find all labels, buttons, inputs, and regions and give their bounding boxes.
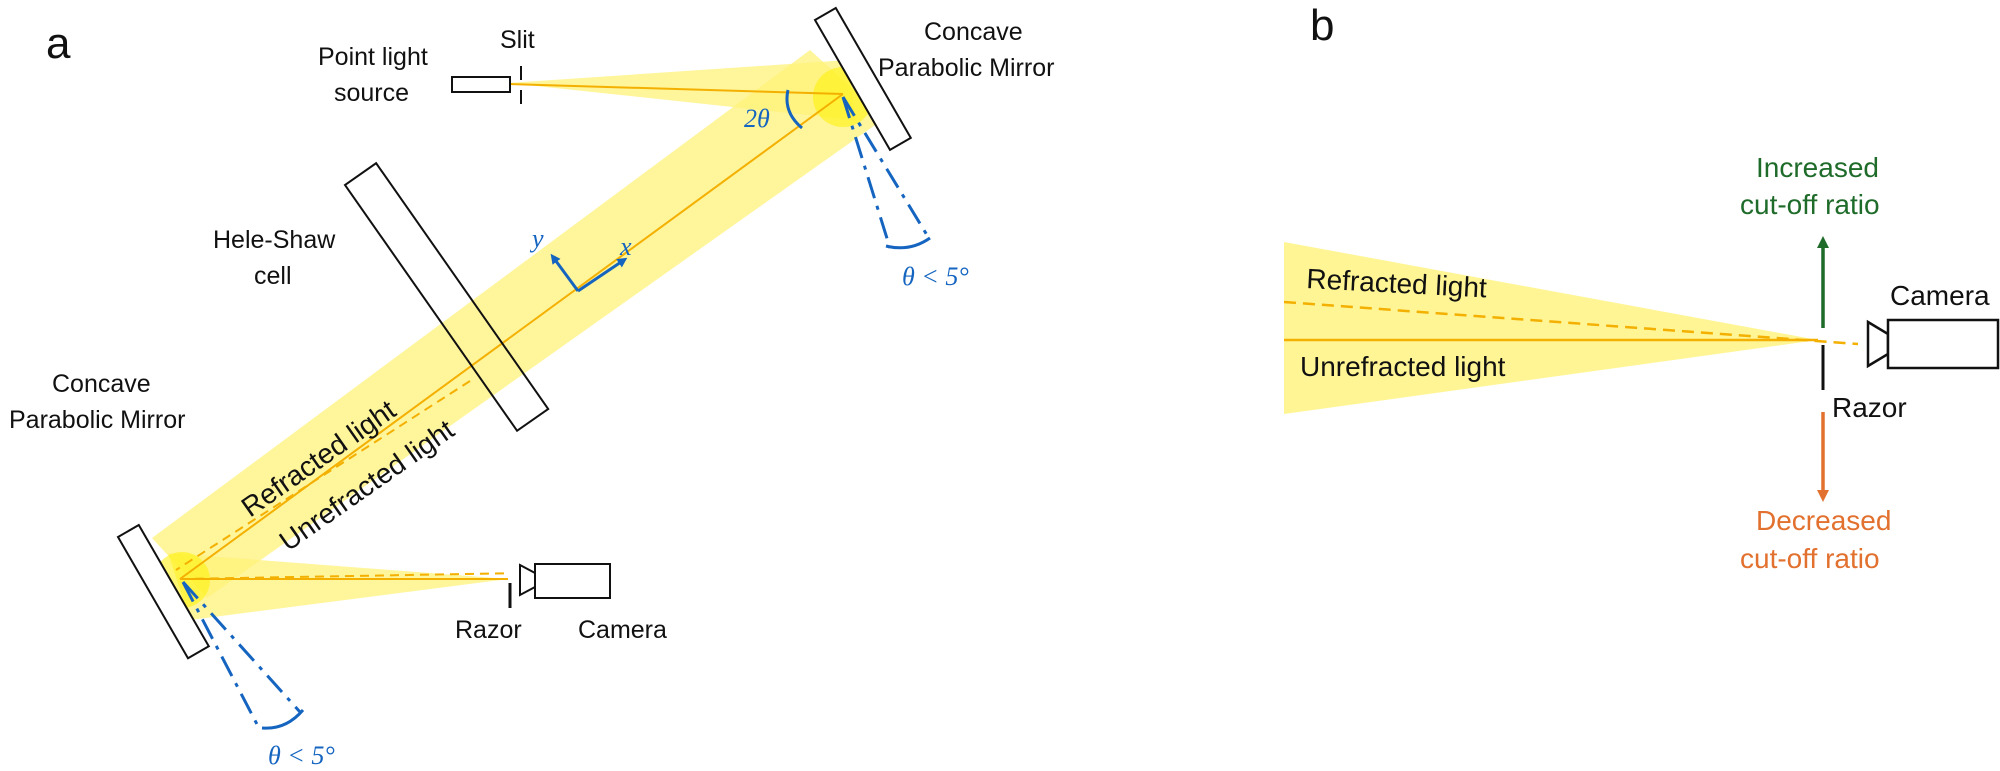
top-mirror-normal: [841, 96, 932, 241]
razor-label-b: Razor: [1832, 392, 1907, 423]
two-theta-arc: [785, 89, 803, 130]
light-beams: [152, 50, 885, 620]
slit-label: Slit: [500, 26, 535, 54]
increased-label-1: Increased: [1756, 152, 1879, 183]
bottom-theta-arc: [261, 709, 305, 730]
coordinate-axes: [550, 253, 628, 293]
bottom-mirror-label-2: Parabolic Mirror: [9, 406, 185, 434]
y-axis-arrow: [550, 253, 580, 292]
panel-a: a Point light source Slit Conc: [9, 6, 1054, 770]
top-mirror-label-2: Parabolic Mirror: [878, 54, 1054, 82]
point-source-label-2: source: [334, 79, 409, 107]
collimated-beam: [152, 50, 885, 598]
bottom-mirror-axis: [181, 581, 262, 731]
top-theta-arc: [885, 236, 931, 250]
decreased-label-1: Decreased: [1756, 505, 1891, 536]
point-light-source: [451, 76, 511, 93]
decreased-label-2: cut-off ratio: [1740, 543, 1880, 574]
panel-b-label: b: [1310, 1, 1334, 50]
unrefracted-ray-main: [179, 93, 844, 580]
point-source-label-1: Point light: [318, 43, 428, 71]
top-mirror-axis: [841, 96, 892, 249]
hele-shaw-label-1: Hele-Shaw: [213, 226, 336, 254]
increased-label-2: cut-off ratio: [1740, 189, 1880, 220]
two-theta-label: 2θ: [744, 104, 770, 133]
panel-a-label: a: [46, 19, 71, 68]
refracted-ray-to-camera: [179, 572, 508, 580]
top-mirror-label-1: Concave: [924, 18, 1023, 46]
focusing-cone: [168, 553, 508, 620]
top-theta-label: θ < 5°: [902, 262, 969, 291]
converging-beam-b: [1284, 242, 1818, 414]
bottom-mirror-label-1: Concave: [52, 370, 151, 398]
razor-label-a: Razor: [455, 616, 522, 644]
x-axis-label: x: [619, 232, 632, 261]
camera-label-b: Camera: [1890, 280, 1990, 311]
top-parabolic-mirror: [813, 6, 913, 152]
unrefracted-label-b: Unrefracted light: [1300, 351, 1506, 382]
refracted-ray-main: [175, 380, 471, 571]
bottom-mirror-normal: [181, 580, 302, 714]
camera-label-a: Camera: [578, 616, 667, 644]
x-axis-arrow: [577, 257, 628, 293]
bottom-theta-label: θ < 5°: [268, 741, 335, 770]
camera-b: [1866, 318, 2000, 370]
panel-b: b Refracted light Unrefracted light Razo…: [1283, 1, 2000, 574]
hele-shaw-cell: [343, 161, 550, 433]
camera-a: [519, 563, 611, 599]
refracted-ray-b: [1283, 300, 1859, 346]
hele-shaw-label-2: cell: [254, 262, 292, 290]
y-axis-label: y: [529, 224, 544, 253]
bottom-parabolic-mirror: [116, 523, 211, 660]
